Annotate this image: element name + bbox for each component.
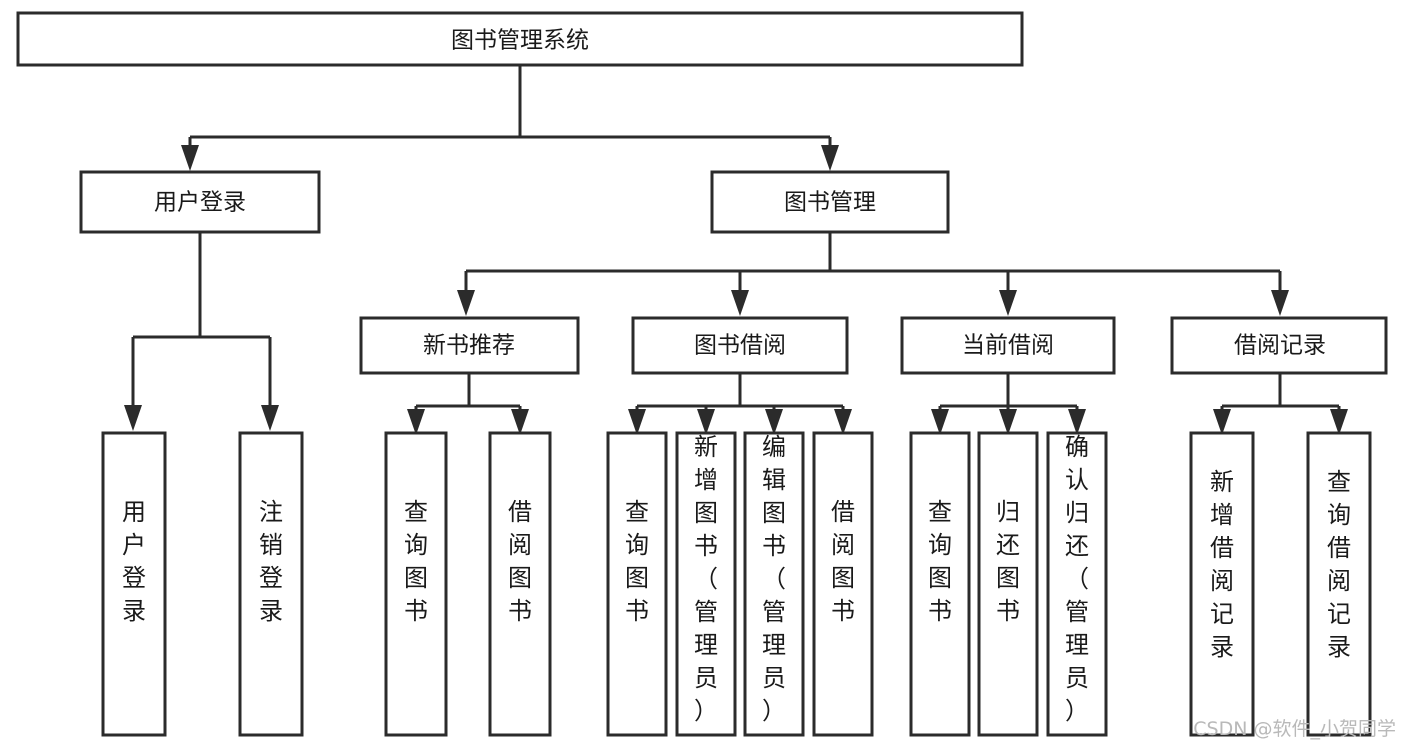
leaf-node-borrow-query-book[interactable]: 查询图书 — [606, 431, 668, 737]
leaf-node-newbook-borrow-book-label: 借阅图书 — [508, 498, 532, 625]
node-book-management[interactable]: 图书管理 — [710, 170, 950, 234]
node-current-borrow[interactable]: 当前借阅 — [900, 316, 1116, 375]
leaf-node-borrow-add-book-label: 新增图书（管理员） — [694, 433, 718, 725]
leaf-node-borrow-query-book-label: 查询图书 — [625, 498, 649, 625]
node-user-login-label: 用户登录 — [154, 190, 246, 216]
leaf-node-current-query-book-label: 查询图书 — [928, 498, 952, 625]
arrow-borrow-leaf-2 — [697, 409, 715, 435]
arrow-to-book-borrow — [731, 290, 749, 316]
arrow-newbook-leaf-2 — [511, 409, 529, 435]
arrow-to-book-mgmt — [821, 145, 839, 171]
arrow-borrow-leaf-4 — [834, 409, 852, 435]
node-root-system[interactable]: 图书管理系统 — [16, 11, 1024, 67]
node-borrow-record[interactable]: 借阅记录 — [1170, 316, 1388, 375]
leaf-node-current-confirm-return-label: 确认归还（管理员） — [1065, 433, 1089, 725]
leaf-node-newbook-query-book[interactable]: 查询图书 — [384, 431, 448, 737]
leaf-node-borrow-edit-book[interactable]: 编辑图书（管理员） — [743, 431, 805, 737]
node-root-system-label: 图书管理系统 — [451, 28, 589, 54]
node-new-book-recommend[interactable]: 新书推荐 — [359, 316, 580, 375]
arrow-to-leaf-logout — [261, 405, 279, 431]
leaf-node-record-add-label: 新增借阅记录 — [1210, 468, 1234, 661]
leaf-node-current-return-book-label: 归还图书 — [996, 498, 1020, 625]
leaf-node-borrow-edit-book-label: 编辑图书（管理员） — [762, 433, 786, 725]
leaf-node-current-confirm-return[interactable]: 确认归还（管理员） — [1046, 431, 1108, 737]
leaf-node-current-return-book[interactable]: 归还图书 — [977, 431, 1039, 737]
arrow-current-leaf-3 — [1068, 409, 1086, 435]
csdn-watermark: CSDN @软件_小贺同学 — [1193, 718, 1396, 740]
arrow-borrow-leaf-3 — [765, 409, 783, 435]
arrow-record-leaf-2 — [1330, 409, 1348, 435]
arrow-current-leaf-2 — [999, 409, 1017, 435]
leaf-node-user-login[interactable]: 用户登录 — [101, 431, 167, 737]
arrow-to-borrow-record — [1271, 290, 1289, 316]
arrow-to-user-login — [181, 145, 199, 171]
arrow-to-new-book-recommend — [457, 290, 475, 316]
leaf-node-user-login-label: 用户登录 — [122, 498, 146, 625]
leaf-node-record-query-label: 查询借阅记录 — [1327, 468, 1351, 661]
node-new-book-recommend-label: 新书推荐 — [423, 333, 515, 359]
arrow-borrow-leaf-1 — [628, 409, 646, 435]
leaf-node-borrow-borrow-book-label: 借阅图书 — [831, 498, 855, 625]
arrow-record-leaf-1 — [1213, 409, 1231, 435]
node-book-borrow[interactable]: 图书借阅 — [631, 316, 849, 375]
arrow-current-leaf-1 — [931, 409, 949, 435]
leaf-node-logout[interactable]: 注销登录 — [238, 431, 304, 737]
node-borrow-record-label: 借阅记录 — [1234, 333, 1326, 359]
leaf-node-borrow-add-book[interactable]: 新增图书（管理员） — [675, 431, 737, 737]
leaf-node-record-add[interactable]: 新增借阅记录 — [1189, 431, 1255, 737]
arrow-newbook-leaf-1 — [407, 409, 425, 435]
leaf-node-newbook-borrow-book[interactable]: 借阅图书 — [488, 431, 552, 737]
leaf-node-borrow-borrow-book[interactable]: 借阅图书 — [812, 431, 874, 737]
arrow-to-leaf-user-login — [124, 405, 142, 431]
leaf-node-current-query-book[interactable]: 查询图书 — [909, 431, 971, 737]
node-current-borrow-label: 当前借阅 — [962, 333, 1054, 359]
node-book-borrow-label: 图书借阅 — [694, 333, 786, 359]
leaf-node-newbook-query-book-label: 查询图书 — [404, 498, 428, 625]
leaf-node-logout-label: 注销登录 — [259, 498, 283, 625]
leaf-node-record-query[interactable]: 查询借阅记录 — [1306, 431, 1372, 737]
node-book-management-label: 图书管理 — [784, 190, 876, 216]
node-user-login[interactable]: 用户登录 — [79, 170, 321, 234]
arrow-to-current-borrow — [999, 290, 1017, 316]
